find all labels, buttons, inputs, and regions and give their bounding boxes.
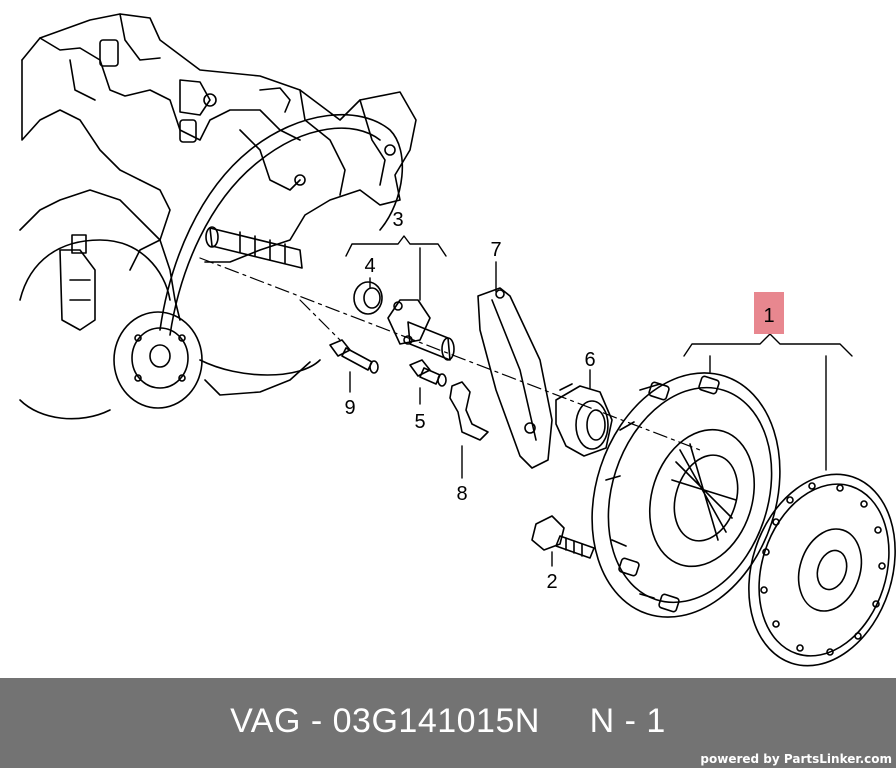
seal-ring-4 (353, 281, 383, 315)
pressure-plate (591, 372, 781, 618)
part-number-title: VAG - 03G141015N N - 1 (230, 702, 666, 740)
callout-8[interactable]: 8 (456, 483, 467, 505)
bolt-5 (409, 359, 447, 387)
bell-housing (159, 113, 404, 396)
partslinker-credit[interactable]: powered by PartsLinker.com (700, 752, 892, 766)
callout-7[interactable]: 7 (490, 239, 501, 261)
callout-6[interactable]: 6 (584, 349, 595, 371)
assembly-axis-line (199, 257, 701, 451)
footer-bar (0, 678, 896, 768)
bolt-9 (329, 339, 379, 374)
release-lever-7 (477, 287, 553, 469)
callout-4[interactable]: 4 (364, 255, 375, 277)
callout-3[interactable]: 3 (392, 209, 403, 231)
guide-sleeve-3 (387, 299, 455, 361)
callout-1[interactable]: 1 (763, 305, 774, 327)
release-bearing-6 (555, 383, 613, 457)
callout-1-highlight (754, 292, 784, 334)
callout-2[interactable]: 2 (546, 571, 557, 593)
bracket-3 (345, 235, 447, 257)
callout-5[interactable]: 5 (414, 411, 425, 433)
clutch-disc (748, 473, 896, 667)
engine-pulley (19, 189, 203, 420)
clutch-exploded-diagram: 1 2 3 4 5 6 7 8 9 (19, 13, 896, 667)
input-shaft (205, 226, 303, 269)
flywheel-bolt-2 (531, 515, 595, 559)
spring-clip-8 (449, 381, 489, 441)
callout-9[interactable]: 9 (344, 397, 355, 419)
bracket-1 (683, 333, 853, 357)
gearbox-housing (21, 13, 417, 271)
